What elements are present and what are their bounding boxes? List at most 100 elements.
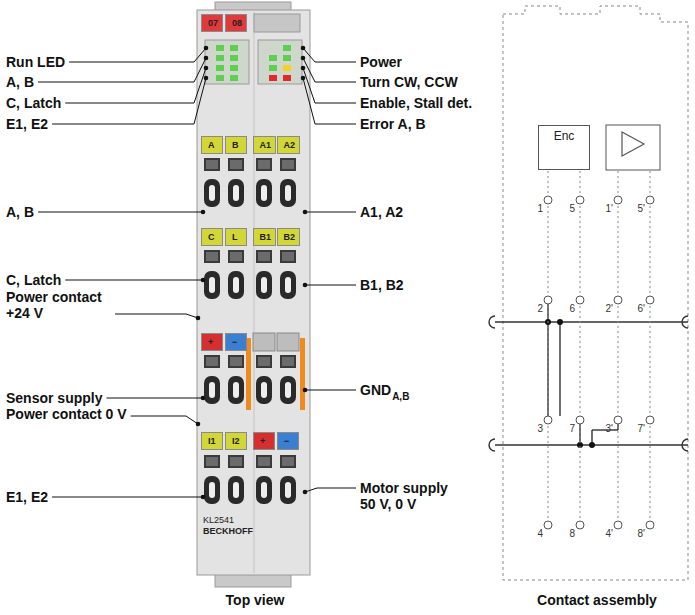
contact-pin (614, 416, 622, 424)
internal-link (548, 171, 549, 194)
leader-line (303, 58, 356, 82)
leader-line (303, 68, 356, 103)
terminal-label-tile: C (201, 228, 223, 246)
signal-label: Power contact 0 V (6, 406, 127, 422)
leds (216, 45, 291, 81)
signal-label: C, Latch (6, 95, 61, 111)
internal-link (618, 426, 619, 519)
leader-dot (301, 76, 306, 81)
assembly-outline (503, 6, 688, 580)
wire-entry (228, 476, 244, 504)
clamp-release (206, 357, 218, 366)
bus-contact (682, 439, 688, 451)
leader-dot (301, 66, 306, 71)
signal-label: A, B (6, 204, 34, 220)
terminal-marking: B1 (260, 232, 272, 242)
clamp-opening (256, 250, 272, 263)
contact-pin (614, 296, 622, 304)
status-led (230, 55, 238, 61)
bus-contact (489, 316, 495, 328)
terminal-label-tile: B (225, 136, 247, 154)
leader-dot (201, 278, 206, 283)
wire-slot (285, 482, 291, 498)
status-led (283, 45, 291, 51)
status-led (269, 55, 277, 61)
contact-pin (576, 416, 584, 424)
view-caption: Top view (226, 592, 285, 608)
pin-number: 8 (569, 528, 575, 539)
leader-dot (196, 422, 201, 427)
status-led (216, 75, 224, 81)
clamp-release (258, 160, 270, 169)
clamp-release (282, 357, 294, 366)
signal-label: Motor supply 50 V, 0 V (360, 480, 460, 512)
clamp-release (230, 457, 242, 466)
clamp-release (258, 357, 270, 366)
terminal-marking: 07 (208, 18, 218, 28)
terminal-body (197, 10, 310, 575)
junction-dot (589, 442, 595, 448)
contact-pin (614, 521, 622, 529)
leader-line (305, 212, 356, 213)
wire-entry (228, 179, 244, 207)
wire-entry (228, 271, 244, 299)
wire-slot (285, 382, 291, 398)
internal-link (580, 306, 581, 414)
terminal-marking: B2 (284, 232, 296, 242)
wire-slot (233, 185, 239, 201)
terminal-marking: A (208, 140, 215, 150)
leader-dot (303, 283, 308, 288)
status-led (230, 45, 238, 51)
signal-label: Run LED (6, 54, 65, 70)
status-led (269, 75, 277, 81)
wire-slot (261, 277, 267, 293)
wire-slot (209, 277, 215, 293)
status-led (283, 65, 291, 71)
wire-entry (256, 376, 272, 404)
signal-label: Power contact +24 V (6, 289, 111, 321)
internal-link (548, 306, 549, 414)
wire-slot (285, 185, 291, 201)
terminal-label-tile: 08 (225, 14, 247, 32)
terminal-label-tile: B2 (277, 228, 300, 246)
clamp-release (230, 252, 242, 261)
terminal-marking: B (232, 140, 239, 150)
clamp-release (258, 252, 270, 261)
signal-label: A,B (392, 391, 409, 402)
terminal-marking: + (208, 337, 213, 347)
terminal-marking: 08 (232, 18, 242, 28)
terminal-marking: I1 (208, 436, 216, 446)
model-number: KL2541 (203, 515, 234, 525)
contact-pin (614, 196, 622, 204)
wire-entry (256, 476, 272, 504)
clamp-opening (256, 158, 272, 171)
bridge-wire (592, 429, 618, 430)
clamp-release (258, 457, 270, 466)
signal-label: GND (360, 382, 391, 398)
internal-link (580, 171, 581, 194)
clamp-opening (256, 455, 272, 468)
clamp-opening (280, 250, 296, 263)
encoder-box: Enc (538, 125, 590, 170)
terminal-label-tile: + (201, 333, 223, 351)
clamp-opening (280, 455, 296, 468)
led-window (258, 40, 302, 84)
wire-entry (228, 376, 244, 404)
signal-label: A1, A2 (360, 204, 403, 220)
clamp-release (206, 457, 218, 466)
pin-number: 4 (537, 528, 543, 539)
wire-slot (261, 382, 267, 398)
contact-pins (544, 171, 654, 529)
leader-dot (201, 396, 206, 401)
pin-number: 1' (606, 203, 613, 214)
status-led (230, 75, 238, 81)
terminal-label-tile: A2 (277, 136, 300, 154)
status-led (283, 55, 291, 61)
clamp-opening (280, 158, 296, 171)
contact-pin (544, 196, 552, 204)
driver-box (606, 125, 660, 170)
terminal-label-tile: I2 (225, 432, 247, 450)
leader-dot (303, 388, 308, 393)
leader-line (52, 497, 203, 498)
